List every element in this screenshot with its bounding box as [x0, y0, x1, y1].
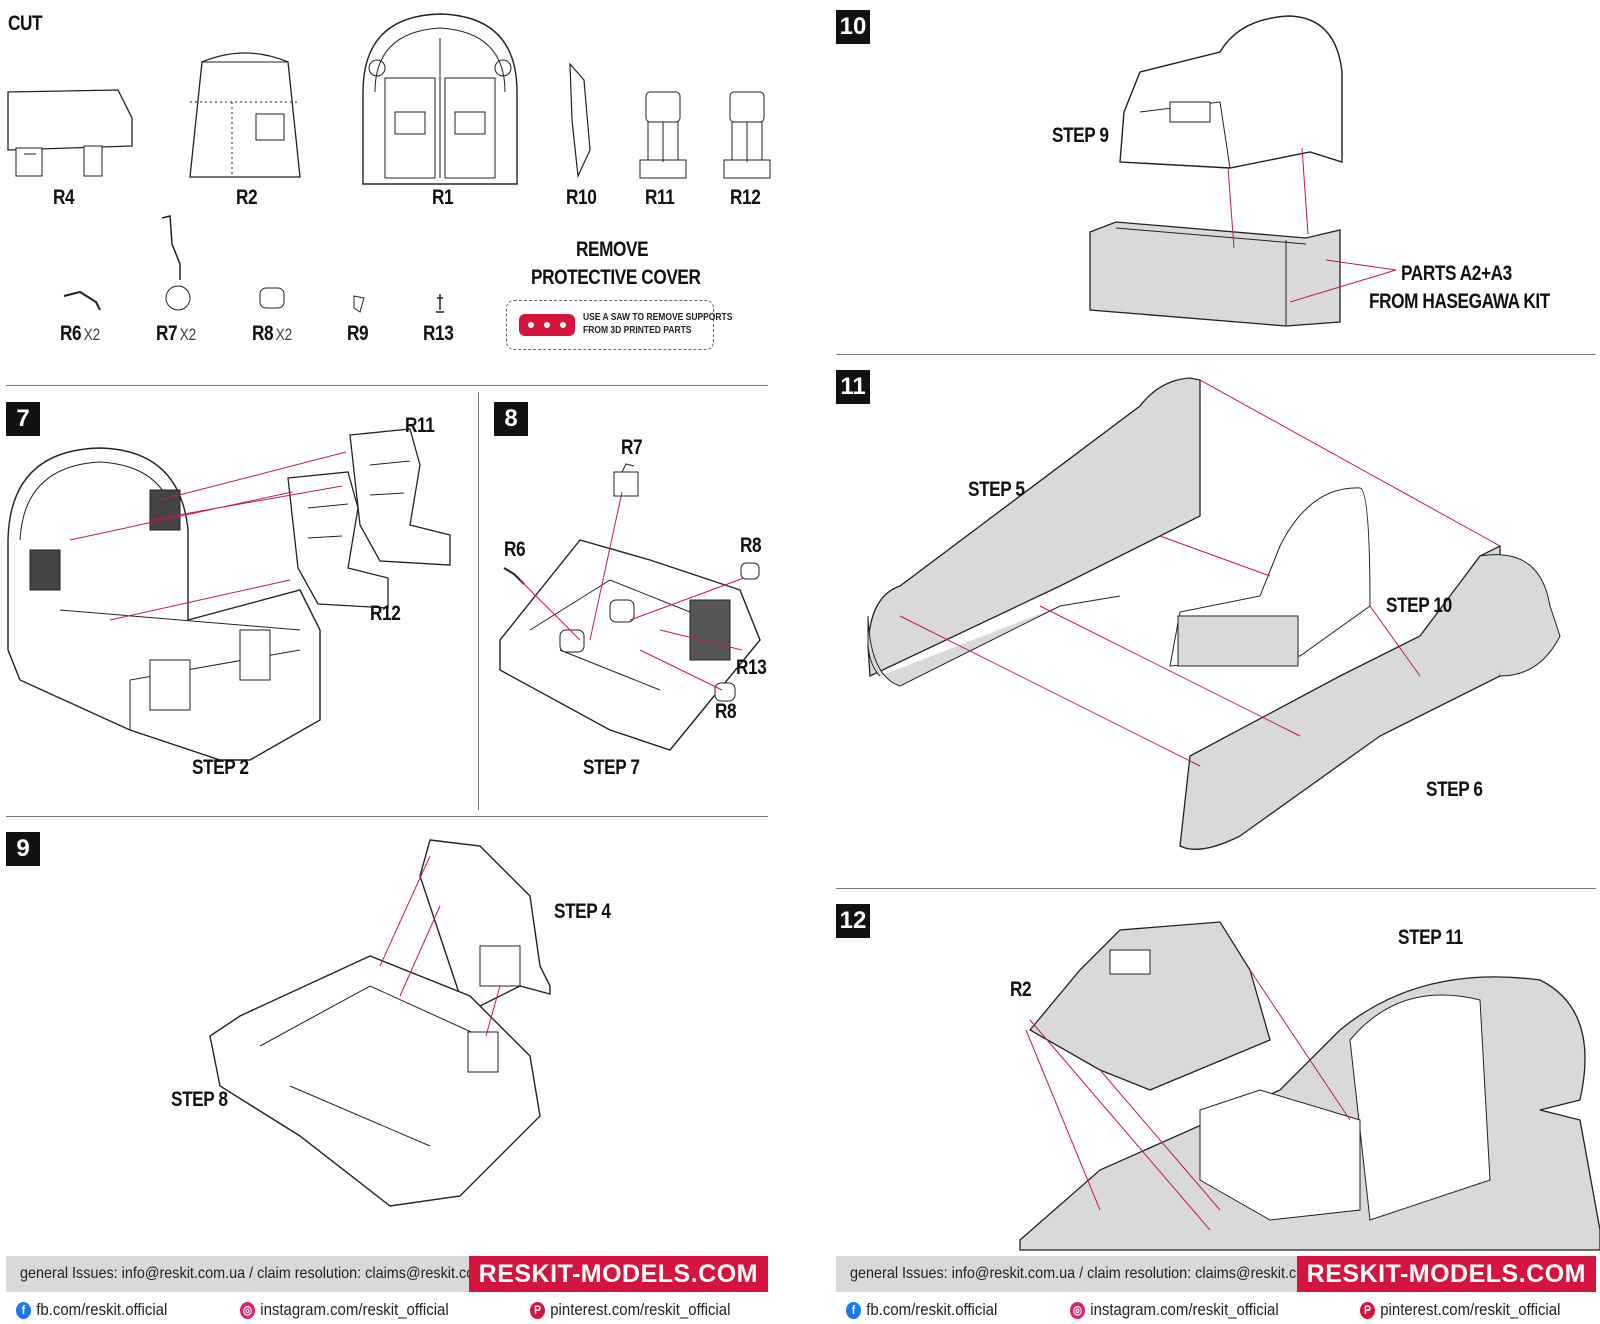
- saw-dots-icon: [519, 314, 575, 336]
- step8-label-r6: R6: [504, 538, 526, 561]
- step8-part-r8a-drawing: [740, 562, 760, 580]
- part-r2-drawing: [189, 52, 301, 178]
- pinterest-icon: P: [1360, 1301, 1375, 1319]
- step10-base-parts-drawing: [1089, 221, 1341, 327]
- step-number-12: 12: [836, 904, 870, 938]
- step8-part-r8b-drawing: [714, 682, 736, 702]
- step-number-11: 11: [836, 370, 870, 404]
- step7-guide-lines: [69, 451, 347, 621]
- footer-bar-right: general Issues: info@reskit.com.ua / cla…: [836, 1256, 1596, 1292]
- step9-label-step8: STEP 8: [171, 1088, 228, 1111]
- facebook-link-left[interactable]: f fb.com/reskit.official: [16, 1300, 167, 1320]
- step10-label-parts-line1: PARTS A2+A3: [1401, 262, 1512, 285]
- divider: [6, 816, 768, 817]
- instagram-icon: ◎: [240, 1301, 255, 1319]
- instagram-link-left[interactable]: ◎ instagram.com/reskit_official: [240, 1300, 449, 1320]
- step10-cockpit-drawing: [1119, 15, 1343, 169]
- part-label-r13: R13: [423, 322, 454, 345]
- part-r11-drawing: [639, 91, 687, 179]
- step-number-8: 8: [494, 402, 528, 436]
- pinterest-link-left[interactable]: P pinterest.com/reskit_official: [530, 1300, 730, 1320]
- instagram-link-right[interactable]: ◎ instagram.com/reskit_official: [1070, 1300, 1279, 1320]
- facebook-icon: f: [16, 1301, 31, 1319]
- divider: [6, 385, 768, 386]
- step9-assembly-drawing: [209, 839, 551, 1207]
- part-r1-drawing: [362, 13, 518, 185]
- part-r12-drawing: [723, 91, 771, 179]
- part-label-r11: R11: [645, 186, 675, 209]
- step11-label-step5: STEP 5: [968, 478, 1025, 501]
- step8-cockpit-drawing: [499, 539, 761, 751]
- step12-label-step11: STEP 11: [1398, 926, 1463, 949]
- part-label-r12: R12: [730, 186, 761, 209]
- step9-label-step4: STEP 4: [554, 900, 611, 923]
- facebook-icon: f: [846, 1301, 861, 1319]
- step7-cockpit-drawing: [7, 447, 321, 761]
- step11-label-step6: STEP 6: [1426, 778, 1483, 801]
- part-r13-drawing: [436, 294, 444, 313]
- step10-label-parts-line2: FROM HASEGAWA KIT: [1369, 290, 1550, 313]
- step-number-10: 10: [836, 10, 870, 44]
- divider: [478, 392, 479, 810]
- part-label-r2: R2: [236, 186, 258, 209]
- step-number-9: 9: [6, 832, 40, 866]
- instagram-icon: ◎: [1070, 1301, 1085, 1319]
- part-r4-drawing: [7, 89, 133, 177]
- footer-email-right: general Issues: info@reskit.com.ua / cla…: [850, 1265, 1337, 1282]
- step11-fuselage-drawing: [867, 377, 1561, 850]
- step11-label-step10: STEP 10: [1386, 594, 1452, 617]
- remove-cover-line1: REMOVE: [576, 238, 649, 261]
- step12-assembly-drawing: [1019, 921, 1600, 1251]
- part-label-r10: R10: [566, 186, 597, 209]
- divider: [836, 888, 1596, 889]
- step10-label-step9: STEP 9: [1052, 124, 1109, 147]
- step7-seat-r12-drawing: [287, 471, 389, 609]
- step7-label-base: STEP 2: [192, 756, 249, 779]
- part-label-r4: R4: [53, 186, 75, 209]
- part-r7-drawing: [161, 215, 191, 311]
- pinterest-link-right[interactable]: P pinterest.com/reskit_official: [1360, 1300, 1560, 1320]
- step8-label-r8-bottom: R8: [715, 700, 737, 723]
- step8-label-base: STEP 7: [583, 756, 640, 779]
- footer-brand-left[interactable]: RESKIT-MODELS.COM: [468, 1256, 768, 1292]
- part-r8-drawing: [259, 287, 285, 309]
- saw-note-text: USE A SAW TO REMOVE SUPPORTS FROM 3D PRI…: [583, 312, 733, 336]
- cut-heading: CUT: [8, 12, 43, 35]
- step10-guide-lines: [1227, 147, 1397, 303]
- footer-brand-right[interactable]: RESKIT-MODELS.COM: [1296, 1256, 1596, 1292]
- step8-part-r7-drawing: [613, 463, 639, 497]
- facebook-link-right[interactable]: f fb.com/reskit.official: [846, 1300, 997, 1320]
- part-r10-drawing: [569, 62, 591, 179]
- step7-seat-r11-drawing: [349, 428, 451, 566]
- part-label-r9: R9: [347, 322, 369, 345]
- footer-bar-left: general Issues: info@reskit.com.ua / cla…: [6, 1256, 768, 1292]
- step8-label-r13: R13: [736, 656, 767, 679]
- step-number-7: 7: [6, 402, 40, 436]
- part-label-r1: R1: [432, 186, 454, 209]
- remove-cover-line2: PROTECTIVE COVER: [531, 266, 701, 289]
- step8-label-r7: R7: [621, 436, 643, 459]
- saw-note-box: USE A SAW TO REMOVE SUPPORTS FROM 3D PRI…: [506, 300, 732, 350]
- pinterest-icon: P: [530, 1301, 545, 1319]
- part-r6-drawing: [63, 290, 101, 311]
- footer-email-left: general Issues: info@reskit.com.ua / cla…: [20, 1265, 507, 1282]
- step12-label-r2: R2: [1010, 978, 1032, 1001]
- part-r9-drawing: [353, 295, 365, 313]
- step7-label-r11: R11: [405, 414, 435, 437]
- divider: [836, 354, 1596, 355]
- step7-label-r12: R12: [370, 602, 401, 625]
- step8-guide-lines: [519, 491, 745, 691]
- step8-label-r8-top: R8: [740, 534, 762, 557]
